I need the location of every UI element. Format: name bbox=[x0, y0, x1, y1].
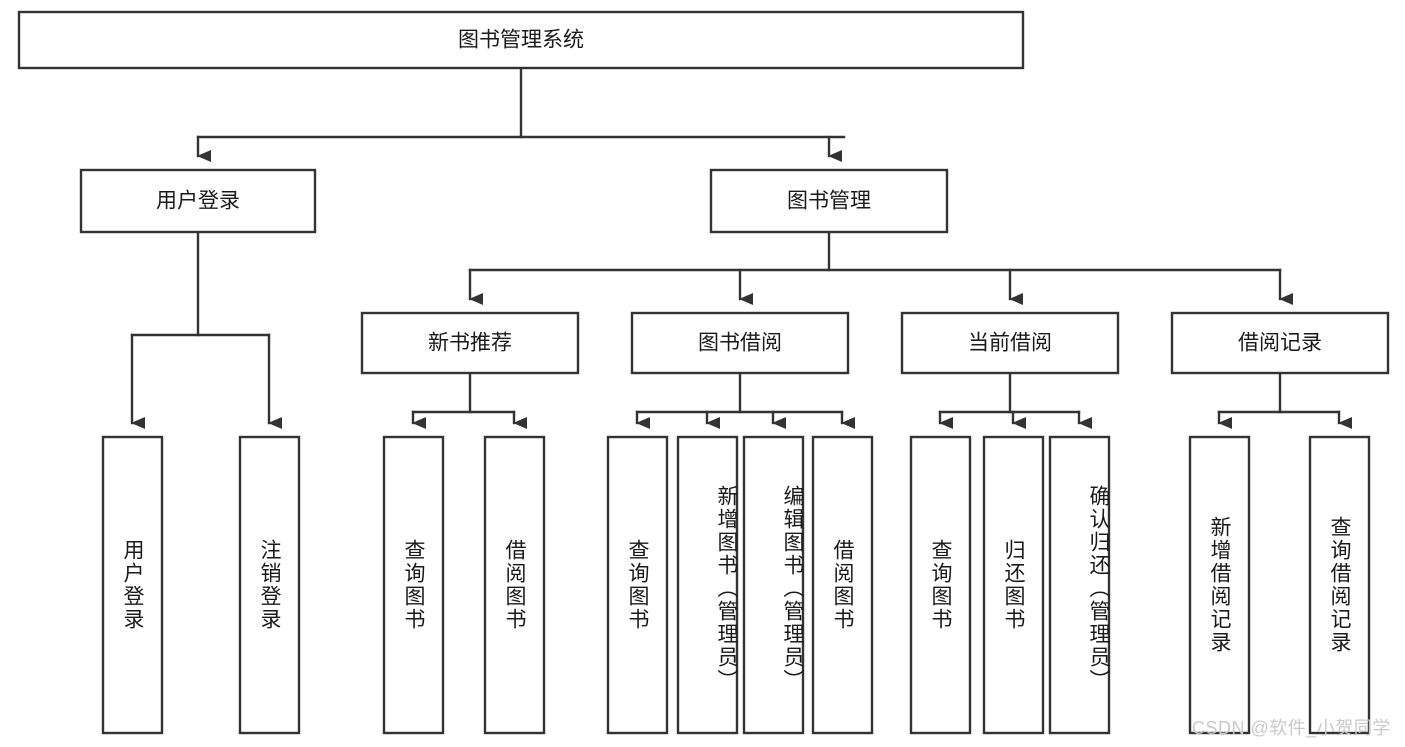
leaf-box-return-book[interactable] bbox=[982, 435, 1045, 735]
leaf-box-confirm-return-admin[interactable] bbox=[1048, 435, 1111, 735]
leaf-box-add-book-admin[interactable] bbox=[676, 435, 739, 735]
node-borrow-records-label: 借阅记录 bbox=[1238, 332, 1322, 355]
node-book-borrow[interactable]: 图书借阅 bbox=[630, 311, 850, 375]
node-new-book-recommend-label: 新书推荐 bbox=[428, 332, 512, 355]
connector-borrow-to-leaves bbox=[635, 371, 855, 429]
leaf-box-edit-book-admin[interactable] bbox=[742, 435, 805, 735]
leaf-box-query-book-current[interactable] bbox=[909, 435, 972, 735]
connector-current-to-leaves bbox=[938, 371, 1092, 429]
leaf-box-query-book-borrow[interactable] bbox=[606, 435, 669, 735]
leaf-box-add-borrow-record[interactable] bbox=[1188, 435, 1251, 735]
leaf-boxes bbox=[101, 435, 1371, 735]
node-book-management[interactable]: 图书管理 bbox=[709, 168, 949, 234]
node-book-borrow-label: 图书借阅 bbox=[698, 332, 782, 355]
node-current-borrow-label: 当前借阅 bbox=[968, 332, 1052, 355]
connector-newbooks-to-leaves bbox=[411, 371, 527, 429]
node-new-book-recommend[interactable]: 新书推荐 bbox=[360, 311, 580, 375]
node-current-borrow[interactable]: 当前借阅 bbox=[900, 311, 1120, 375]
connector-records-to-leaves bbox=[1217, 371, 1352, 429]
csdn-watermark: CSDN @软件_小贺同学 bbox=[1192, 718, 1391, 738]
node-borrow-records[interactable]: 借阅记录 bbox=[1170, 311, 1390, 375]
node-root-label: 图书管理系统 bbox=[458, 29, 584, 52]
leaf-box-borrow-book[interactable] bbox=[811, 435, 874, 735]
connector-login-to-leaves bbox=[130, 230, 282, 429]
leaf-box-logout[interactable] bbox=[238, 435, 301, 735]
leaf-box-query-book-rec[interactable] bbox=[382, 435, 445, 735]
connector-root-to-level2 bbox=[196, 66, 846, 162]
connector-books-to-level3 bbox=[468, 230, 1293, 305]
node-user-login-label: 用户登录 bbox=[156, 190, 240, 213]
leaf-box-borrow-book-rec[interactable] bbox=[483, 435, 546, 735]
node-root[interactable]: 图书管理系统 bbox=[17, 10, 1025, 70]
leaf-box-user-login[interactable] bbox=[101, 435, 164, 735]
node-user-login[interactable]: 用户登录 bbox=[79, 168, 317, 234]
leaf-box-query-borrow-record[interactable] bbox=[1308, 435, 1371, 735]
node-book-management-label: 图书管理 bbox=[787, 190, 871, 213]
